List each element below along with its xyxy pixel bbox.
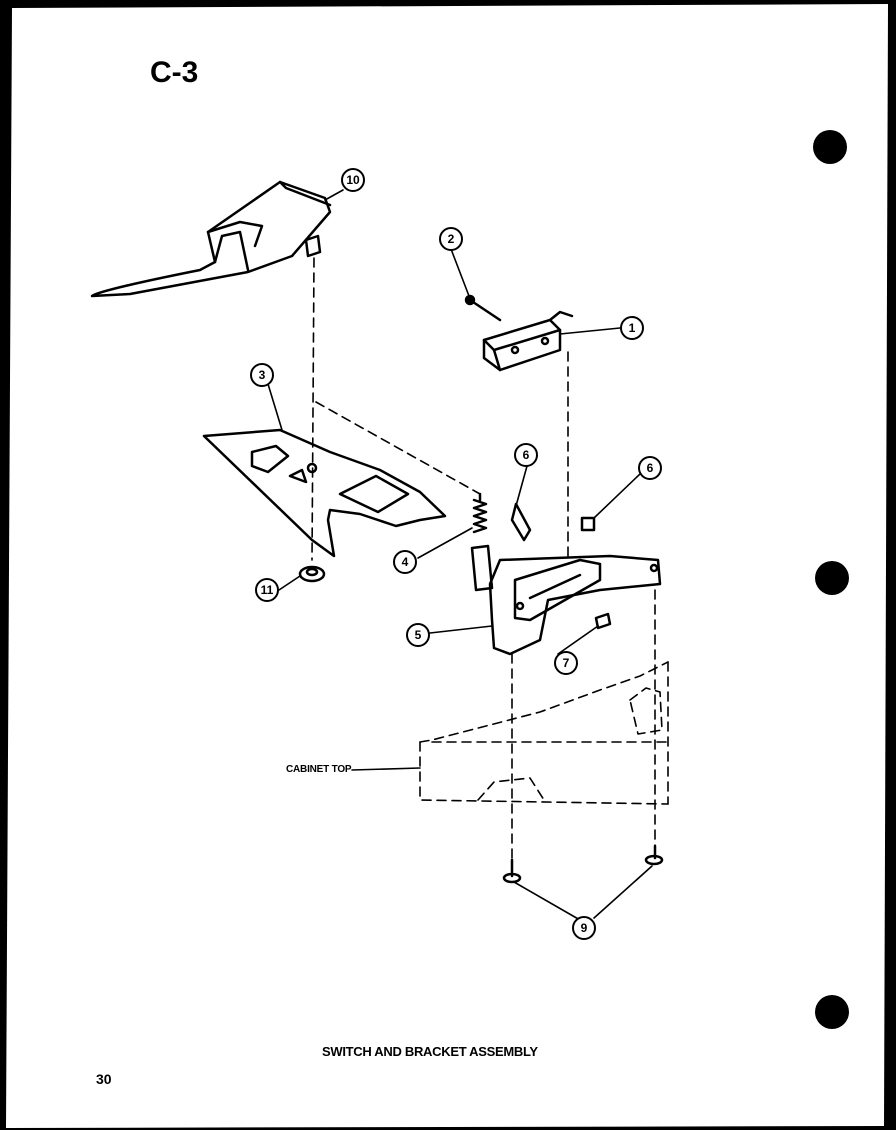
part-2-screw	[464, 294, 502, 322]
callout-2: 2	[439, 227, 463, 251]
callout-5: 5	[406, 623, 430, 647]
part-4-spring	[472, 492, 488, 534]
callout-10: 10	[341, 168, 365, 192]
section-label: C-3	[150, 56, 199, 89]
callout-leaders	[267, 189, 653, 921]
cabinet-top-label: CABINET TOP	[286, 764, 352, 775]
part-6-nut	[580, 516, 596, 532]
callout-6-clip: 6	[514, 443, 538, 467]
callout-3: 3	[250, 363, 274, 387]
callout-6-nut: 6	[638, 456, 662, 480]
part-3-bracket-plate	[202, 428, 447, 558]
callout-1: 1	[620, 316, 644, 340]
assembly-dashed-lines	[311, 257, 669, 861]
callout-7: 7	[554, 651, 578, 675]
binder-hole-top	[813, 130, 847, 164]
part-10-lever	[90, 180, 332, 298]
part-1-switch	[482, 310, 574, 372]
binder-hole-middle	[815, 561, 849, 595]
part-11-grommet	[298, 565, 326, 583]
page-number: 30	[96, 1071, 112, 1087]
diagram-caption: SWITCH AND BRACKET ASSEMBLY	[322, 1044, 538, 1059]
binder-hole-bottom	[815, 995, 849, 1029]
callout-11: 11	[255, 578, 279, 602]
callout-4: 4	[393, 550, 417, 574]
part-5-switch-bracket	[470, 544, 662, 656]
callout-9: 9	[572, 916, 596, 940]
part-9-screws	[502, 844, 664, 884]
part-6-clip	[510, 502, 532, 542]
paper-background	[6, 4, 888, 1128]
